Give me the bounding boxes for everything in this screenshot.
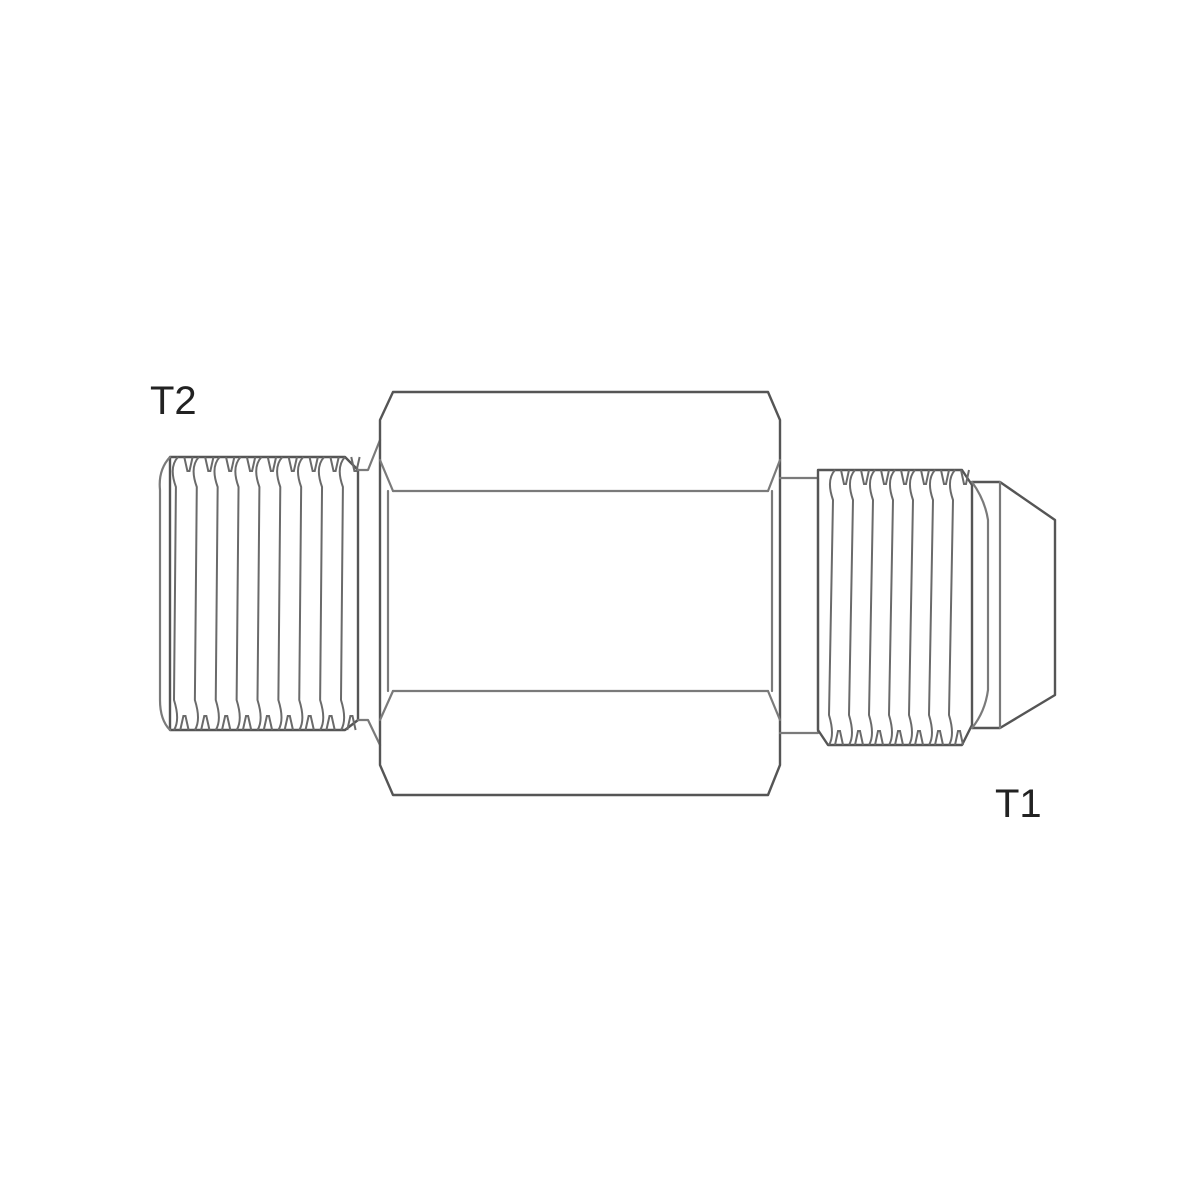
thread-crest	[213, 456, 221, 731]
thread-crest	[927, 469, 936, 746]
right-thread-lines	[827, 469, 970, 746]
thread-root	[200, 715, 211, 731]
left-thread-lines	[171, 456, 361, 731]
thread-root	[183, 456, 194, 472]
thread-root	[874, 730, 884, 746]
thread-root	[287, 456, 298, 472]
thread-root	[329, 456, 340, 472]
port-label-t2: T2	[150, 379, 197, 423]
thread-crest	[907, 469, 916, 746]
thread-root	[346, 715, 357, 731]
thread-root	[934, 730, 944, 746]
thread-root	[960, 469, 970, 485]
thread-root	[880, 469, 890, 485]
right-thread-section	[816, 468, 974, 747]
thread-root	[940, 469, 950, 485]
thread-root	[283, 715, 294, 731]
thread-root	[221, 715, 232, 731]
thread-crest	[234, 456, 242, 731]
left-thread-section	[158, 455, 361, 732]
thread-root	[914, 730, 924, 746]
thread-root	[262, 715, 274, 731]
thread-root	[266, 456, 278, 472]
thread-crest	[847, 469, 856, 746]
thread-root	[854, 730, 864, 746]
thread-crest	[947, 469, 956, 746]
thread-crest	[276, 456, 284, 731]
thread-root	[954, 730, 964, 746]
thread-root	[325, 715, 336, 731]
hex-body	[378, 390, 782, 797]
thread-crest	[317, 456, 325, 731]
flare-cone	[970, 480, 1057, 730]
thread-root	[900, 469, 910, 485]
thread-crest	[171, 456, 179, 731]
thread-crest	[867, 469, 876, 746]
thread-crest	[192, 456, 200, 731]
thread-root	[204, 456, 215, 472]
thread-root	[308, 456, 319, 472]
thread-crest	[827, 469, 836, 746]
thread-root	[834, 730, 844, 746]
thread-root	[920, 469, 930, 485]
thread-root	[225, 456, 236, 472]
port-label-t1: T1	[995, 782, 1042, 826]
left-neck	[356, 438, 382, 747]
thread-root	[245, 456, 257, 472]
thread-crest	[887, 469, 896, 746]
thread-root	[860, 469, 870, 485]
right-neck	[778, 476, 820, 735]
thread-root	[179, 715, 190, 731]
thread-root	[241, 715, 253, 731]
thread-root	[304, 715, 315, 731]
thread-root	[350, 456, 361, 472]
thread-crest	[338, 456, 346, 731]
thread-root	[894, 730, 904, 746]
thread-crest	[297, 456, 305, 731]
thread-crest	[255, 456, 263, 731]
thread-root	[840, 469, 850, 485]
